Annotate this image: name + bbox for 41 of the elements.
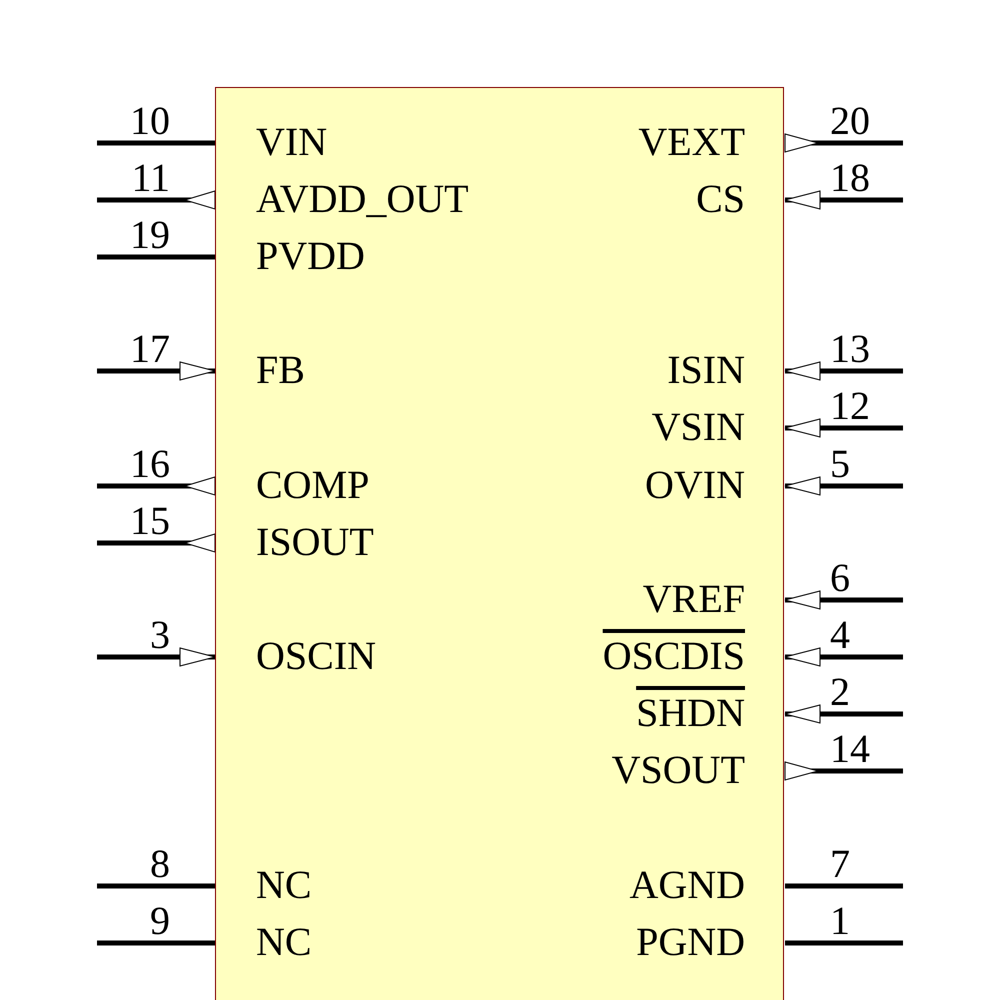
pin-name: ISIN	[667, 350, 745, 390]
pin-name: VSIN	[652, 407, 745, 447]
pin-name: NC	[256, 922, 312, 962]
pin-number: 4	[830, 615, 850, 655]
pin-name: SHDN	[636, 693, 745, 733]
pin-number: 7	[830, 844, 850, 884]
pin-number: 8	[150, 844, 170, 884]
pin-number: 16	[130, 444, 170, 484]
pin-name: VEXT	[638, 122, 745, 162]
pin-number: 3	[150, 615, 170, 655]
pin-number: 2	[830, 672, 850, 712]
pin-number: 12	[830, 386, 870, 426]
pin-number: 19	[130, 215, 170, 255]
pin-name: COMP	[256, 465, 370, 505]
pin-name: ISOUT	[256, 522, 374, 562]
chip-body	[215, 87, 784, 1000]
pin-name: PGND	[636, 922, 745, 962]
pin-number: 13	[830, 329, 870, 369]
pin-number: 18	[830, 158, 870, 198]
pin-name: OSCDIS	[602, 636, 745, 676]
pin-number: 15	[130, 501, 170, 541]
pin-name: OSCIN	[256, 636, 376, 676]
pin-number: 10	[130, 101, 170, 141]
pin-name: VIN	[256, 122, 328, 162]
pin-name: VREF	[642, 579, 745, 619]
pin-number: 9	[150, 901, 170, 941]
pin-name: PVDD	[256, 236, 365, 276]
pin-name: NC	[256, 865, 312, 905]
pin-number: 20	[830, 101, 870, 141]
pin-name: AGND	[629, 865, 745, 905]
pin-number: 1	[830, 901, 850, 941]
pin-number: 11	[131, 158, 170, 198]
pin-number: 17	[130, 329, 170, 369]
pin-name: OVIN	[645, 465, 745, 505]
pin-name: CS	[696, 179, 745, 219]
pin-number: 5	[830, 444, 850, 484]
pin-number: 6	[830, 558, 850, 598]
pin-number: 14	[830, 729, 870, 769]
pin-name: VSOUT	[612, 750, 745, 790]
pin-name: AVDD_OUT	[256, 179, 469, 219]
pin-name: FB	[256, 350, 305, 390]
